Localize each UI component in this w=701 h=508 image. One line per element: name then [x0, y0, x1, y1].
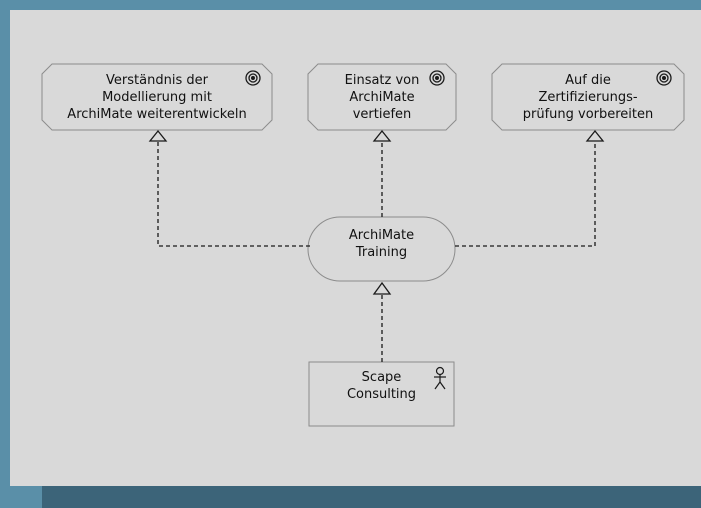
goal-target-icon [656, 70, 672, 86]
goal-label-1: Verständnis der Modellierung mit ArchiMa… [67, 72, 247, 122]
goal-target-icon [245, 70, 261, 86]
actor-shape[interactable] [308, 361, 455, 427]
goal-shape-2[interactable] [307, 63, 457, 131]
arrowhead-goal-1 [148, 129, 168, 142]
arrowhead-goal-2 [372, 129, 392, 142]
service-label: ArchiMate Training [348, 228, 415, 260]
goal-label-2: Einsatz von ArchiMate vertiefen [344, 72, 420, 122]
goal-shape-1[interactable] [41, 63, 273, 131]
arrowhead-service [372, 281, 392, 295]
goal-label-3: Auf die Zertifizierungs- prüfung vorbere… [522, 72, 654, 122]
goal-shape-3[interactable] [491, 63, 685, 131]
realization-line-goal-3[interactable] [455, 141, 596, 247]
bottom-status-bar [42, 486, 701, 508]
arrowhead-goal-3 [585, 129, 605, 142]
goal-target-icon [429, 70, 445, 86]
realization-line-goal-1[interactable] [157, 141, 310, 247]
actor-stick-figure-icon [434, 366, 446, 390]
actor-label: Scape Consulting [346, 370, 417, 402]
